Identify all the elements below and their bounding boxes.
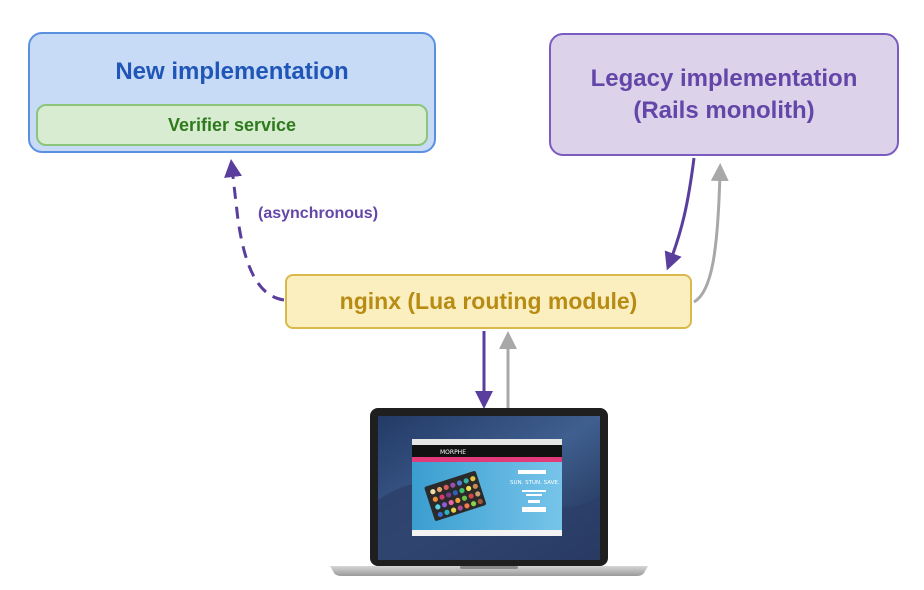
- new-implementation-title: New implementation: [115, 58, 349, 85]
- legacy-to-nginx-arrow: [664, 157, 696, 271]
- verifier-service-box: Verifier service: [36, 104, 428, 146]
- legacy-subtitle: (Rails monolith): [633, 96, 815, 124]
- laptop-screen-brand: MORPHE: [440, 449, 466, 456]
- nginx-box: nginx (Lua routing module): [285, 274, 692, 329]
- nginx-to-legacy-arrow: [693, 163, 729, 304]
- laptop-screen-headline: SUN. STUN. SAVE.: [510, 480, 560, 486]
- async-arrow: [224, 159, 285, 302]
- asynchronous-label: (asynchronous): [258, 205, 379, 222]
- legacy-title: Legacy implementation: [590, 64, 858, 92]
- legacy-implementation-box: Legacy implementation (Rails monolith): [549, 33, 899, 156]
